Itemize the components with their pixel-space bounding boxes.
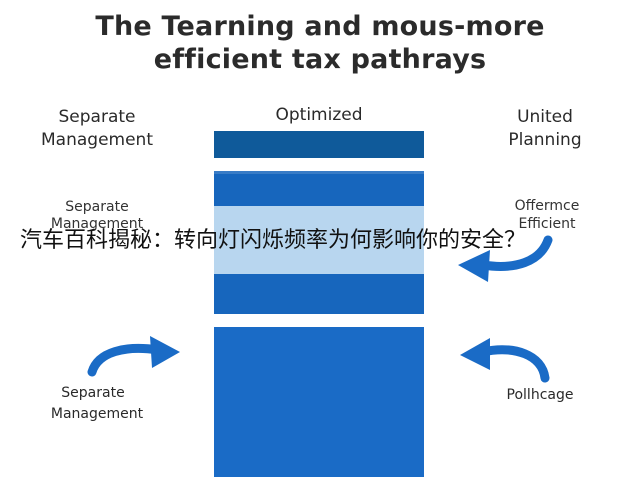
overlay-caption: 汽车百科揭秘：转向灯闪烁频率为何影响你的安全？ — [20, 228, 527, 253]
left-mid-label-line-1: Separate — [65, 199, 129, 215]
center-header-label: Optimized — [275, 105, 363, 125]
diagram-title-line-2: efficient tax pathrays — [153, 44, 487, 75]
left-mid-label-line-2: Management — [50, 216, 144, 232]
right-mid-arrow-icon — [458, 233, 555, 282]
left-bottom-arrow-icon — [87, 336, 180, 377]
left-top-label-line-1: Separate — [58, 107, 136, 127]
caption-highlight — [214, 206, 424, 274]
right-mid-label-line-2: Efficient — [518, 216, 576, 232]
right-bottom-label: Pollhcage — [506, 387, 574, 403]
left-top-label-line-2: Management — [41, 130, 153, 150]
caption-band — [0, 206, 640, 274]
optimized-bar-top — [214, 131, 424, 158]
left-bottom-label-line-1: Separate — [61, 385, 125, 401]
right-top-label-line-1: United — [517, 107, 573, 127]
right-bottom-arrow-icon — [460, 338, 550, 383]
left-bottom-label-line-2: Management — [50, 406, 144, 422]
optimized-bar-bottom — [214, 327, 424, 477]
right-top-label-line-2: Planning — [508, 130, 582, 150]
diagram-title-line-1: The Tearning and mous-more — [95, 11, 545, 42]
right-mid-label-line-1: Offermce — [514, 198, 580, 214]
